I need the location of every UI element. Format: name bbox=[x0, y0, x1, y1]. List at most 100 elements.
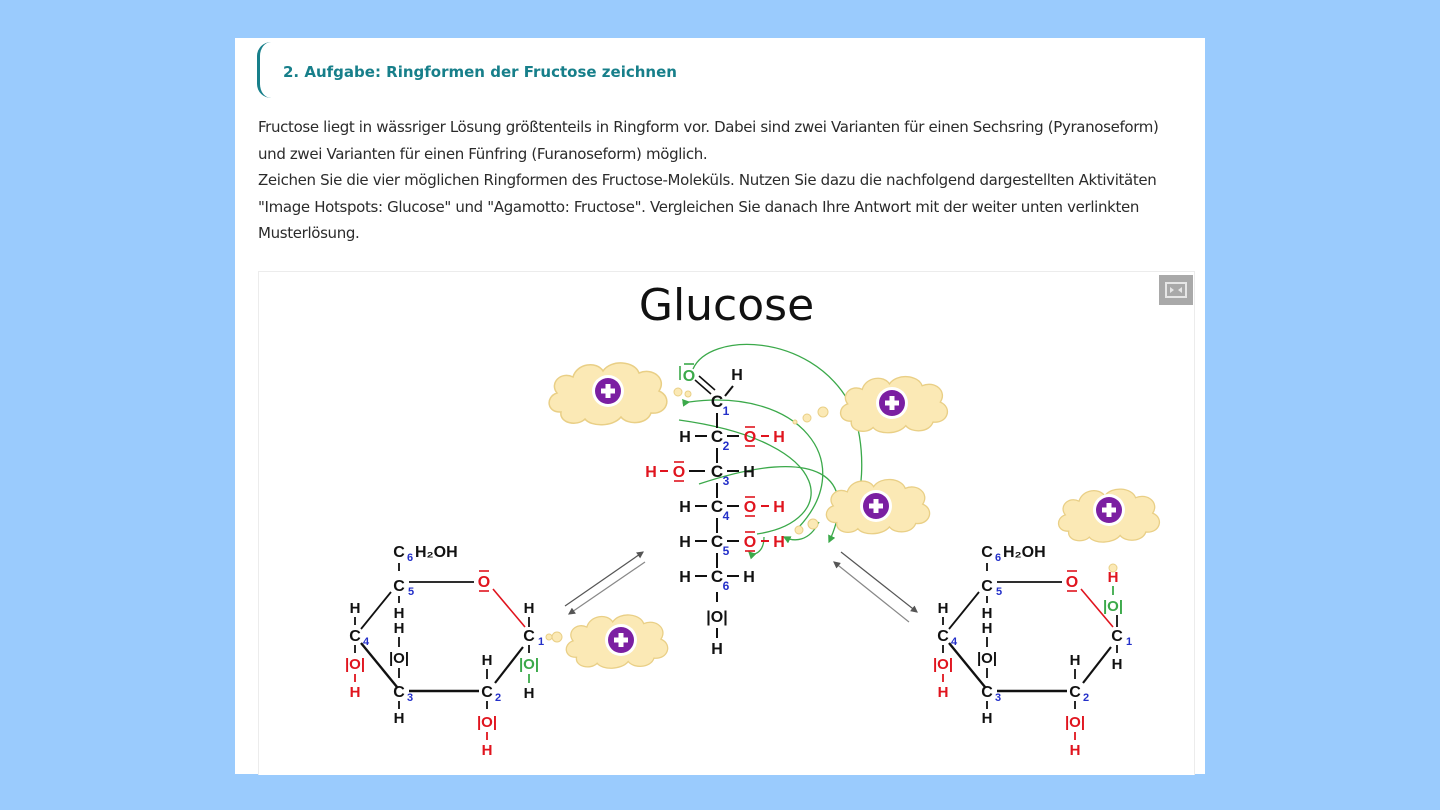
equilibrium-arrow-right bbox=[833, 551, 918, 623]
carbon-number-3: 3 bbox=[407, 692, 413, 704]
hotspot-cloud-4[interactable] bbox=[545, 614, 669, 669]
hydrogen-atom: H bbox=[679, 499, 691, 516]
task-paragraph-1: Fructose liegt in wässriger Lösung größt… bbox=[258, 118, 1159, 163]
hotspot-button-3[interactable] bbox=[860, 490, 892, 522]
hydroxyl-oxygen: |O| bbox=[477, 714, 497, 731]
hydroxymethyl-group: H₂OH bbox=[1003, 544, 1046, 561]
hydrogen-atom: H bbox=[982, 620, 993, 637]
carbon-number-4: 4 bbox=[723, 509, 730, 523]
image-title: Glucose bbox=[638, 280, 815, 331]
image-hotspots-activity: Glucose bbox=[258, 271, 1195, 775]
bond bbox=[724, 385, 734, 397]
hotspot-button-1[interactable] bbox=[592, 375, 624, 407]
carbon-number-2: 2 bbox=[1083, 692, 1089, 704]
carbon-number-1: 1 bbox=[723, 404, 730, 418]
double-bond bbox=[698, 375, 716, 391]
carbon-number-4: 4 bbox=[363, 636, 370, 648]
hydroxyl-oxygen: |O| bbox=[933, 656, 953, 673]
hydroxyl-oxygen: |O| bbox=[1065, 714, 1085, 731]
carbon-number-2: 2 bbox=[723, 439, 730, 453]
carbon-atom-4: C bbox=[711, 497, 723, 516]
carbon-atom-5: C bbox=[981, 578, 993, 595]
fullscreen-button[interactable] bbox=[1159, 275, 1193, 305]
task-title: 2. Aufgabe: Ringformen der Fructose zeic… bbox=[283, 63, 677, 81]
anomeric-hydroxyl: |O| bbox=[519, 656, 539, 673]
hydroxyl-oxygen: |O| bbox=[389, 650, 409, 667]
hydrogen-atom: H bbox=[773, 499, 785, 516]
hydrogen-atom: H bbox=[524, 685, 535, 702]
equilibrium-arrow-left bbox=[564, 551, 646, 615]
hotspot-cloud-2[interactable] bbox=[792, 375, 949, 434]
hydrogen-atom: H bbox=[350, 600, 361, 617]
carbon-number-1: 1 bbox=[538, 636, 544, 648]
hydrogen-atom: H bbox=[773, 534, 785, 551]
hydrogen-atom: H bbox=[1112, 656, 1123, 673]
carbon-atom-6: C bbox=[393, 544, 405, 561]
task-paragraph-2: Zeichen Sie die vier möglichen Ringforme… bbox=[258, 171, 1157, 242]
oxygen-atom: O bbox=[673, 464, 685, 481]
carbon-atom-4: C bbox=[937, 628, 949, 645]
hydrogen-atom: H bbox=[394, 710, 405, 727]
carbon-atom-3: C bbox=[711, 462, 723, 481]
hydrogen-atom: H bbox=[350, 684, 361, 701]
task-heading: 2. Aufgabe: Ringformen der Fructose zeic… bbox=[257, 42, 857, 98]
carbon-atom-6: C bbox=[711, 567, 723, 586]
bond bbox=[360, 642, 398, 688]
hydrogen-atom: H bbox=[482, 652, 493, 669]
hotspot-cloud-3[interactable] bbox=[794, 478, 931, 535]
carbon-atom-5: C bbox=[393, 578, 405, 595]
ring-oxygen: O bbox=[1066, 574, 1078, 591]
hydrogen-atom: H bbox=[1070, 652, 1081, 669]
carbon-atom-4: C bbox=[349, 628, 361, 645]
carbon-number-6: 6 bbox=[995, 552, 1001, 564]
heading-bracket bbox=[257, 42, 274, 98]
task-description: Fructose liegt in wässriger Lösung größt… bbox=[258, 114, 1178, 247]
oxygen-atom-c1: O bbox=[683, 368, 695, 385]
oxygen-atom: O bbox=[744, 429, 756, 446]
bond bbox=[1082, 646, 1112, 684]
carbon-number-6: 6 bbox=[407, 552, 413, 564]
hotspot-cloud-1[interactable] bbox=[548, 362, 692, 426]
hydrogen-atom: H bbox=[1070, 742, 1081, 759]
hotspot-button-5[interactable] bbox=[1093, 494, 1125, 526]
hydrogen-atom: H bbox=[524, 600, 535, 617]
bond bbox=[494, 646, 524, 684]
carbon-number-5: 5 bbox=[996, 586, 1002, 598]
hydrogen-atom: H bbox=[679, 534, 691, 551]
carbon-atom-2: C bbox=[481, 684, 493, 701]
carbon-atom-2: C bbox=[1069, 684, 1081, 701]
hydrogen-atom: H bbox=[938, 600, 949, 617]
hydrogen-atom: H bbox=[982, 605, 993, 622]
carbon-atom-2: C bbox=[711, 427, 723, 446]
hydrogen-atom: H bbox=[982, 710, 993, 727]
hydrogen-atom: H bbox=[679, 569, 691, 586]
oxygen-atom: O bbox=[744, 499, 756, 516]
content-card: 2. Aufgabe: Ringformen der Fructose zeic… bbox=[235, 38, 1205, 775]
hydrogen-atom: H bbox=[711, 641, 723, 658]
hydrogen-atom: H bbox=[482, 742, 493, 759]
carbon-atom-1: C bbox=[711, 392, 723, 411]
carbon-atom-3: C bbox=[393, 684, 405, 701]
carbon-number-2: 2 bbox=[495, 692, 501, 704]
hydrogen-atom: H bbox=[731, 367, 743, 384]
carbon-atom-1: C bbox=[523, 628, 535, 645]
hydrogen-atom: H bbox=[679, 429, 691, 446]
hydrogen-atom: H bbox=[773, 429, 785, 446]
carbon-atom-1: C bbox=[1111, 628, 1123, 645]
hotspot-button-4[interactable] bbox=[605, 624, 637, 656]
bond bbox=[948, 642, 986, 688]
hydrogen-atom: H bbox=[743, 569, 755, 586]
hydrogen-atom: H bbox=[938, 684, 949, 701]
hydroxyl-oxygen: |O| bbox=[977, 650, 997, 667]
oxygen-atom-c6: |O| bbox=[706, 609, 727, 626]
hydroxymethyl-group: H₂OH bbox=[415, 544, 458, 561]
hotspot-button-2[interactable] bbox=[876, 387, 908, 419]
hotspot-cloud-5[interactable] bbox=[1057, 488, 1161, 573]
bond bbox=[360, 591, 392, 630]
ring-bond bbox=[1080, 588, 1114, 628]
hydroxyl-oxygen: |O| bbox=[345, 656, 365, 673]
hydrogen-atom: H bbox=[645, 464, 657, 481]
oxygen-atom: O bbox=[744, 534, 756, 551]
